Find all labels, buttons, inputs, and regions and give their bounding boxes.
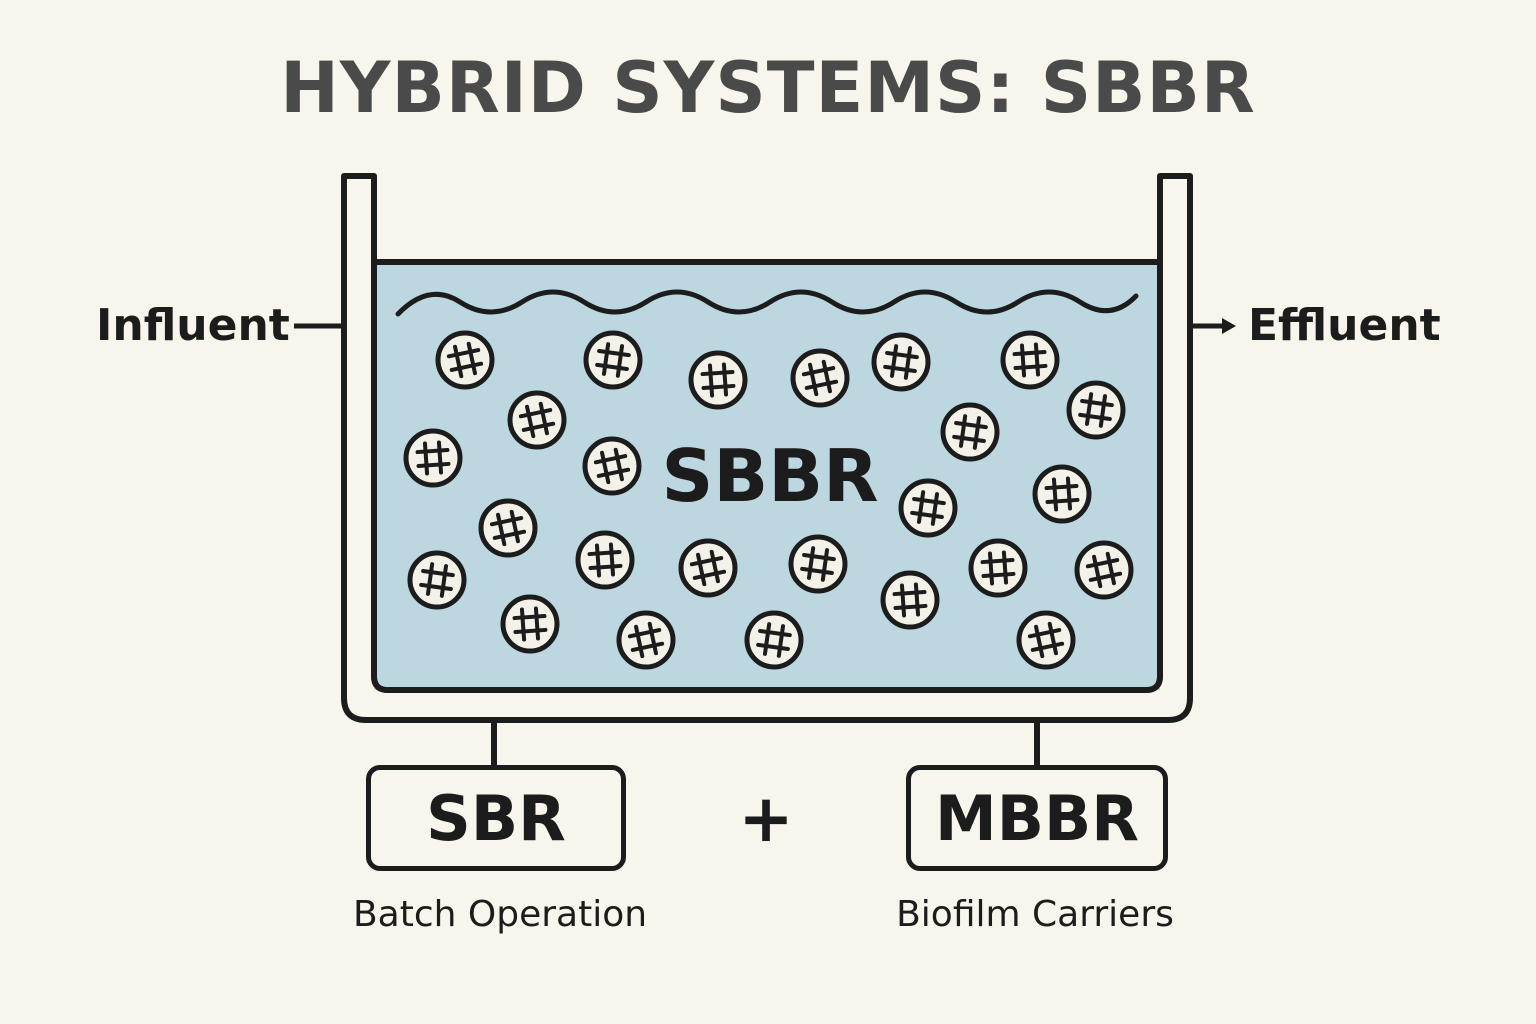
plus-symbol: +: [738, 780, 794, 857]
diagram-title: HYBRID SYSTEMS: SBBR: [280, 47, 1256, 129]
biofilm-carrier-icon: [1032, 464, 1092, 524]
biofilm-carrier-icon: [744, 610, 804, 670]
biofilm-carrier-icon: [871, 332, 931, 392]
biofilm-carrier-icon: [790, 348, 850, 408]
biofilm-carrier-icon: [688, 350, 748, 410]
biofilm-carrier-icon: [788, 534, 848, 594]
biofilm-carrier-icon: [582, 436, 642, 496]
mbbr-caption: Biofilm Carriers: [896, 894, 1174, 935]
tank-inner-wall: [371, 176, 1163, 693]
biofilm-carrier-icon: [575, 530, 635, 590]
biofilm-carrier-icon: [500, 594, 560, 654]
biofilm-carrier-icon: [507, 390, 567, 450]
biofilm-carrier-icon: [583, 330, 643, 390]
sbr-caption: Batch Operation: [352, 894, 648, 935]
effluent-label: Effluent: [1248, 300, 1441, 351]
biofilm-carrier-icon: [435, 330, 495, 390]
arrow-right-icon: [1190, 318, 1236, 334]
biofilm-carrier-icon: [407, 550, 467, 610]
biofilm-carrier-icon: [678, 538, 738, 598]
influent-label: Influent: [96, 300, 290, 351]
biofilm-carrier-icon: [940, 402, 1000, 462]
biofilm-carrier-icon: [1066, 380, 1126, 440]
biofilm-carrier-icon: [880, 570, 940, 630]
biofilm-carrier-icon: [1016, 610, 1076, 670]
biofilm-carrier-icon: [403, 428, 463, 488]
biofilm-carrier-icon: [616, 610, 676, 670]
biofilm-carrier-icon: [478, 498, 538, 558]
biofilm-carriers: [403, 330, 1134, 670]
biofilm-carrier-icon: [1000, 330, 1060, 390]
mbbr-box: MBBR: [906, 765, 1168, 871]
water-surface-wave: [395, 289, 1139, 317]
biofilm-carrier-icon: [1074, 540, 1134, 600]
biofilm-carrier-icon: [898, 478, 958, 538]
sbr-box: SBR: [366, 765, 626, 871]
biofilm-carrier-icon: [968, 538, 1028, 598]
tank-label: SBBR: [661, 434, 879, 518]
